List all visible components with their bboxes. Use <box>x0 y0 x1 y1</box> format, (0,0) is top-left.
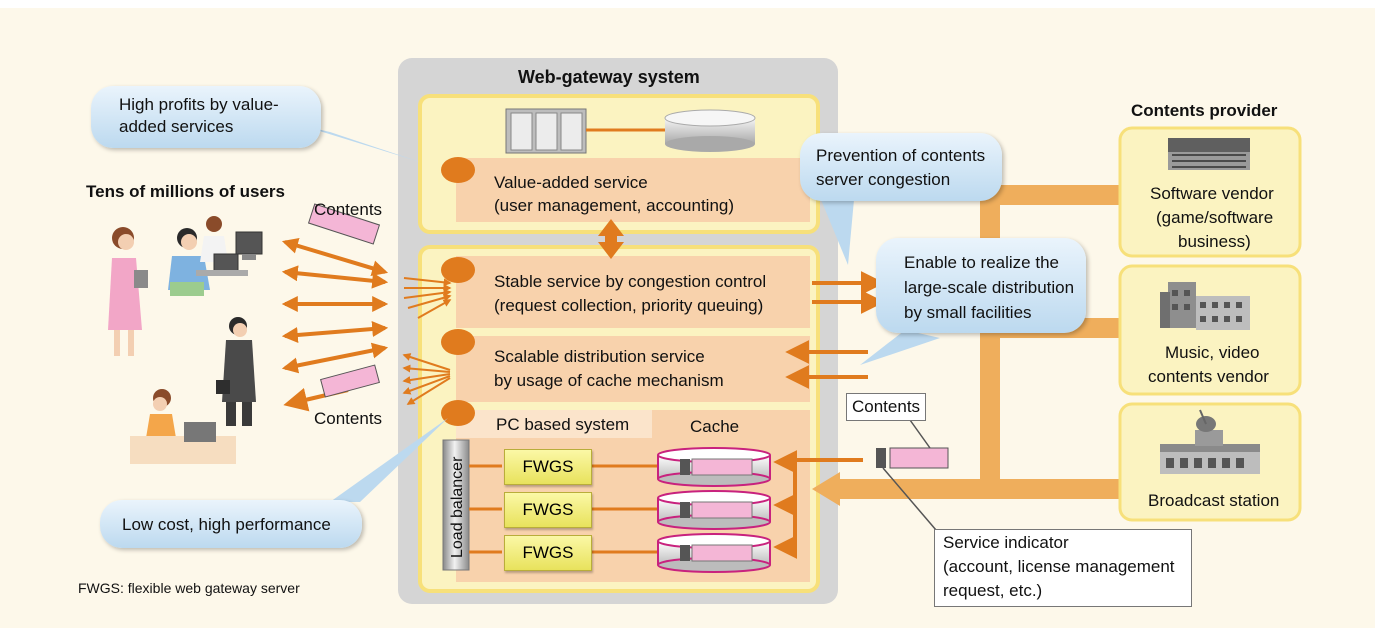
cache-disk-3 <box>657 533 771 573</box>
callout-high-profits: High profits by value- added services <box>91 86 321 148</box>
cache-disk-2 <box>657 490 771 530</box>
footnote: FWGS: flexible web gateway server <box>78 580 300 596</box>
broadcast-station-icon <box>1160 409 1260 474</box>
provider-broadcast: Broadcast station <box>1148 491 1280 510</box>
contents-box-bottom <box>320 364 380 398</box>
provider-software-vendor-box <box>1118 126 1302 258</box>
load-balancer-rail <box>442 439 470 571</box>
provider-feed <box>812 185 1122 506</box>
callout-large-scale: Enable to realize the large-scale distri… <box>876 238 1086 333</box>
users-title: Tens of millions of users <box>86 182 285 201</box>
contents-packet-right <box>889 447 949 469</box>
pc-based-label: PC based system <box>496 415 630 434</box>
provider-music-vendor: Music, video <box>1165 343 1260 362</box>
service-indicator-box: Service indicator (account, license mana… <box>934 529 1192 607</box>
callout-low-cost-text: Low cost, high performance <box>122 515 331 534</box>
callout-prevention: Prevention of contents server congestion <box>800 133 1002 201</box>
database-icon <box>664 109 756 152</box>
contents-label-top: Contents <box>314 200 383 219</box>
contents-box-top <box>307 203 381 245</box>
media-building-icon <box>1160 282 1250 330</box>
cache-label: Cache <box>690 417 740 436</box>
providers-title: Contents provider <box>1131 101 1278 120</box>
fwgs-box-3: FWGS <box>504 535 592 571</box>
bullet-pc <box>441 400 475 426</box>
callout-low-cost: Low cost, high performance <box>100 500 362 548</box>
callout-high-profits-text: High profits by value- <box>119 95 279 114</box>
bullet-stable <box>441 257 475 283</box>
bullet-value-added <box>441 157 475 183</box>
fwgs-box-1: FWGS <box>504 449 592 485</box>
load-balancer-label: Load balancer <box>449 456 466 558</box>
service-scalable: Scalable distribution service <box>494 347 705 366</box>
service-stable: Stable service by congestion control <box>494 272 767 291</box>
contents-label-bottom: Contents <box>314 409 383 428</box>
office-building-icon <box>1168 138 1250 170</box>
users-illustration <box>108 216 263 464</box>
bullet-scalable <box>441 329 475 355</box>
provider-software-vendor: Software vendor <box>1150 184 1274 203</box>
cache-disk-1 <box>657 447 771 487</box>
gateway-title: Web-gateway system <box>518 67 700 87</box>
fwgs-box-2: FWGS <box>504 492 592 528</box>
contents-label-right: Contents <box>852 397 921 416</box>
contents-label-box: Contents <box>846 393 926 421</box>
callout-large-scale-text: Enable to realize the <box>904 253 1059 272</box>
section-double-arrow <box>598 219 624 259</box>
callout-prevention-text: Prevention of contents <box>816 146 986 165</box>
service-value-added: Value-added service <box>494 173 648 192</box>
server-rack-icon <box>505 108 587 154</box>
